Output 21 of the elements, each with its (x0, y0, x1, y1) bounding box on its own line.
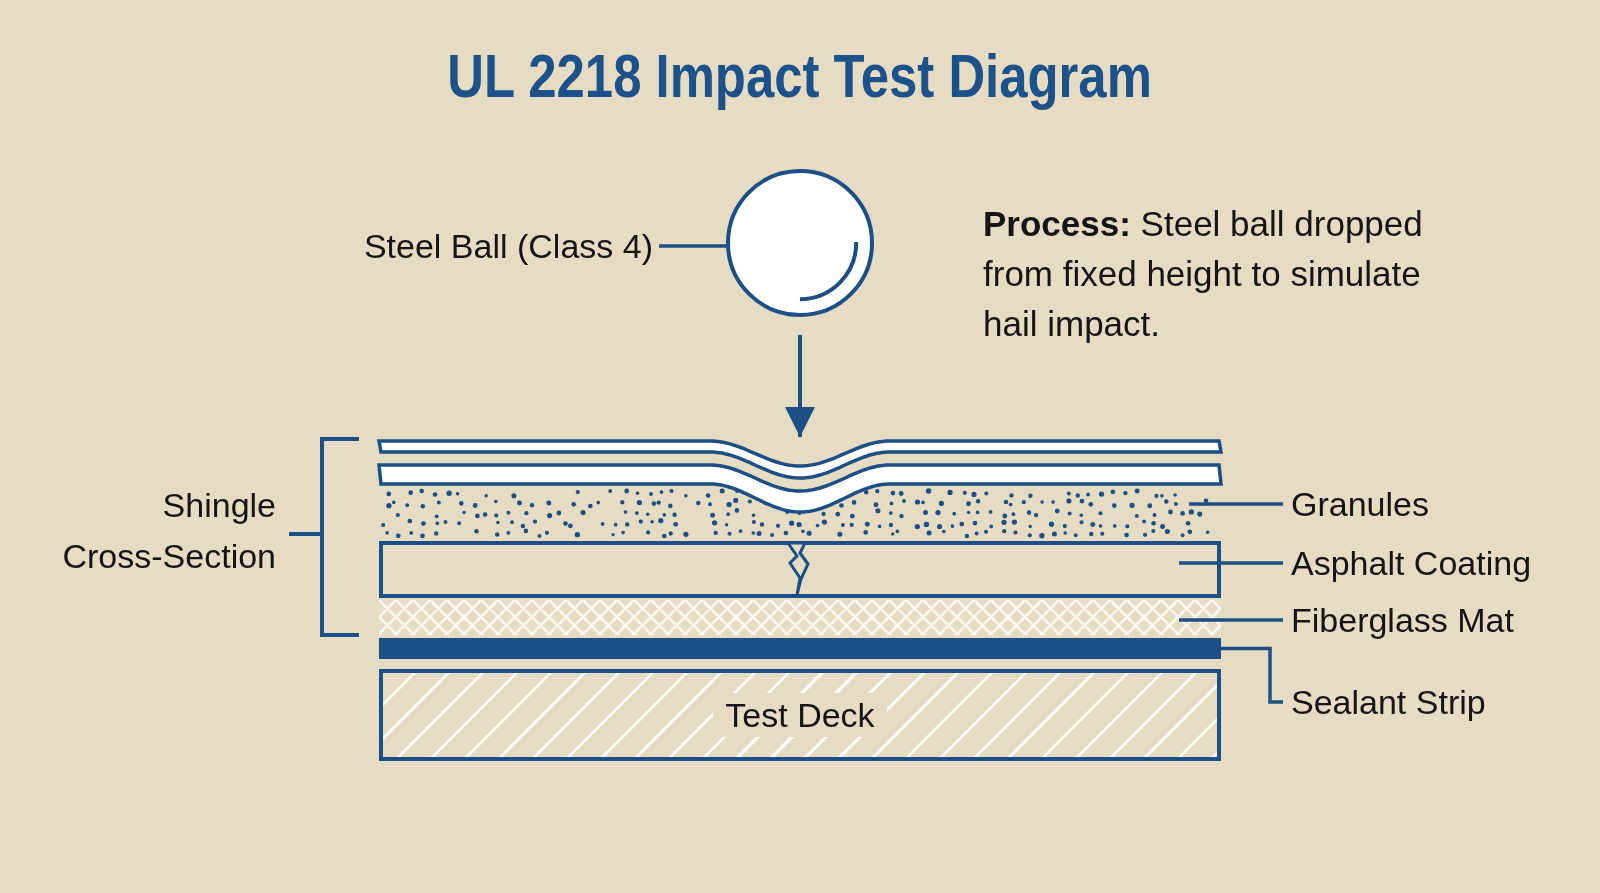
leader-line (659, 244, 726, 248)
surface-layers (377, 437, 1223, 517)
section-label: Shingle Cross-Section (61, 485, 276, 577)
fiberglass-mesh-layer (379, 600, 1221, 635)
process-note: Process: Steel ball dropped from fixed height to simulate hail impact. (983, 203, 1424, 345)
leader-line (1221, 646, 1283, 704)
leader-line (1179, 618, 1283, 622)
sealant-strip (379, 638, 1221, 659)
asphalt-layer (379, 541, 1221, 598)
hatched-deck-box (379, 669, 1221, 761)
leader-line (1189, 502, 1283, 506)
ball-label: Steel Ball (Class 4) (363, 226, 653, 266)
steel-ball (726, 169, 874, 317)
title: UL 2218 Impact Test Diagram (447, 40, 1153, 112)
part-label: Asphalt Coating (1291, 543, 1532, 583)
part-label: Fiberglass Mat (1291, 600, 1514, 640)
deck-label: Test Deck (713, 693, 887, 737)
leader-line (1179, 561, 1283, 565)
part-label: Sealant Strip (1291, 682, 1486, 722)
part-label: Granules (1291, 484, 1429, 524)
arrow (785, 335, 815, 437)
